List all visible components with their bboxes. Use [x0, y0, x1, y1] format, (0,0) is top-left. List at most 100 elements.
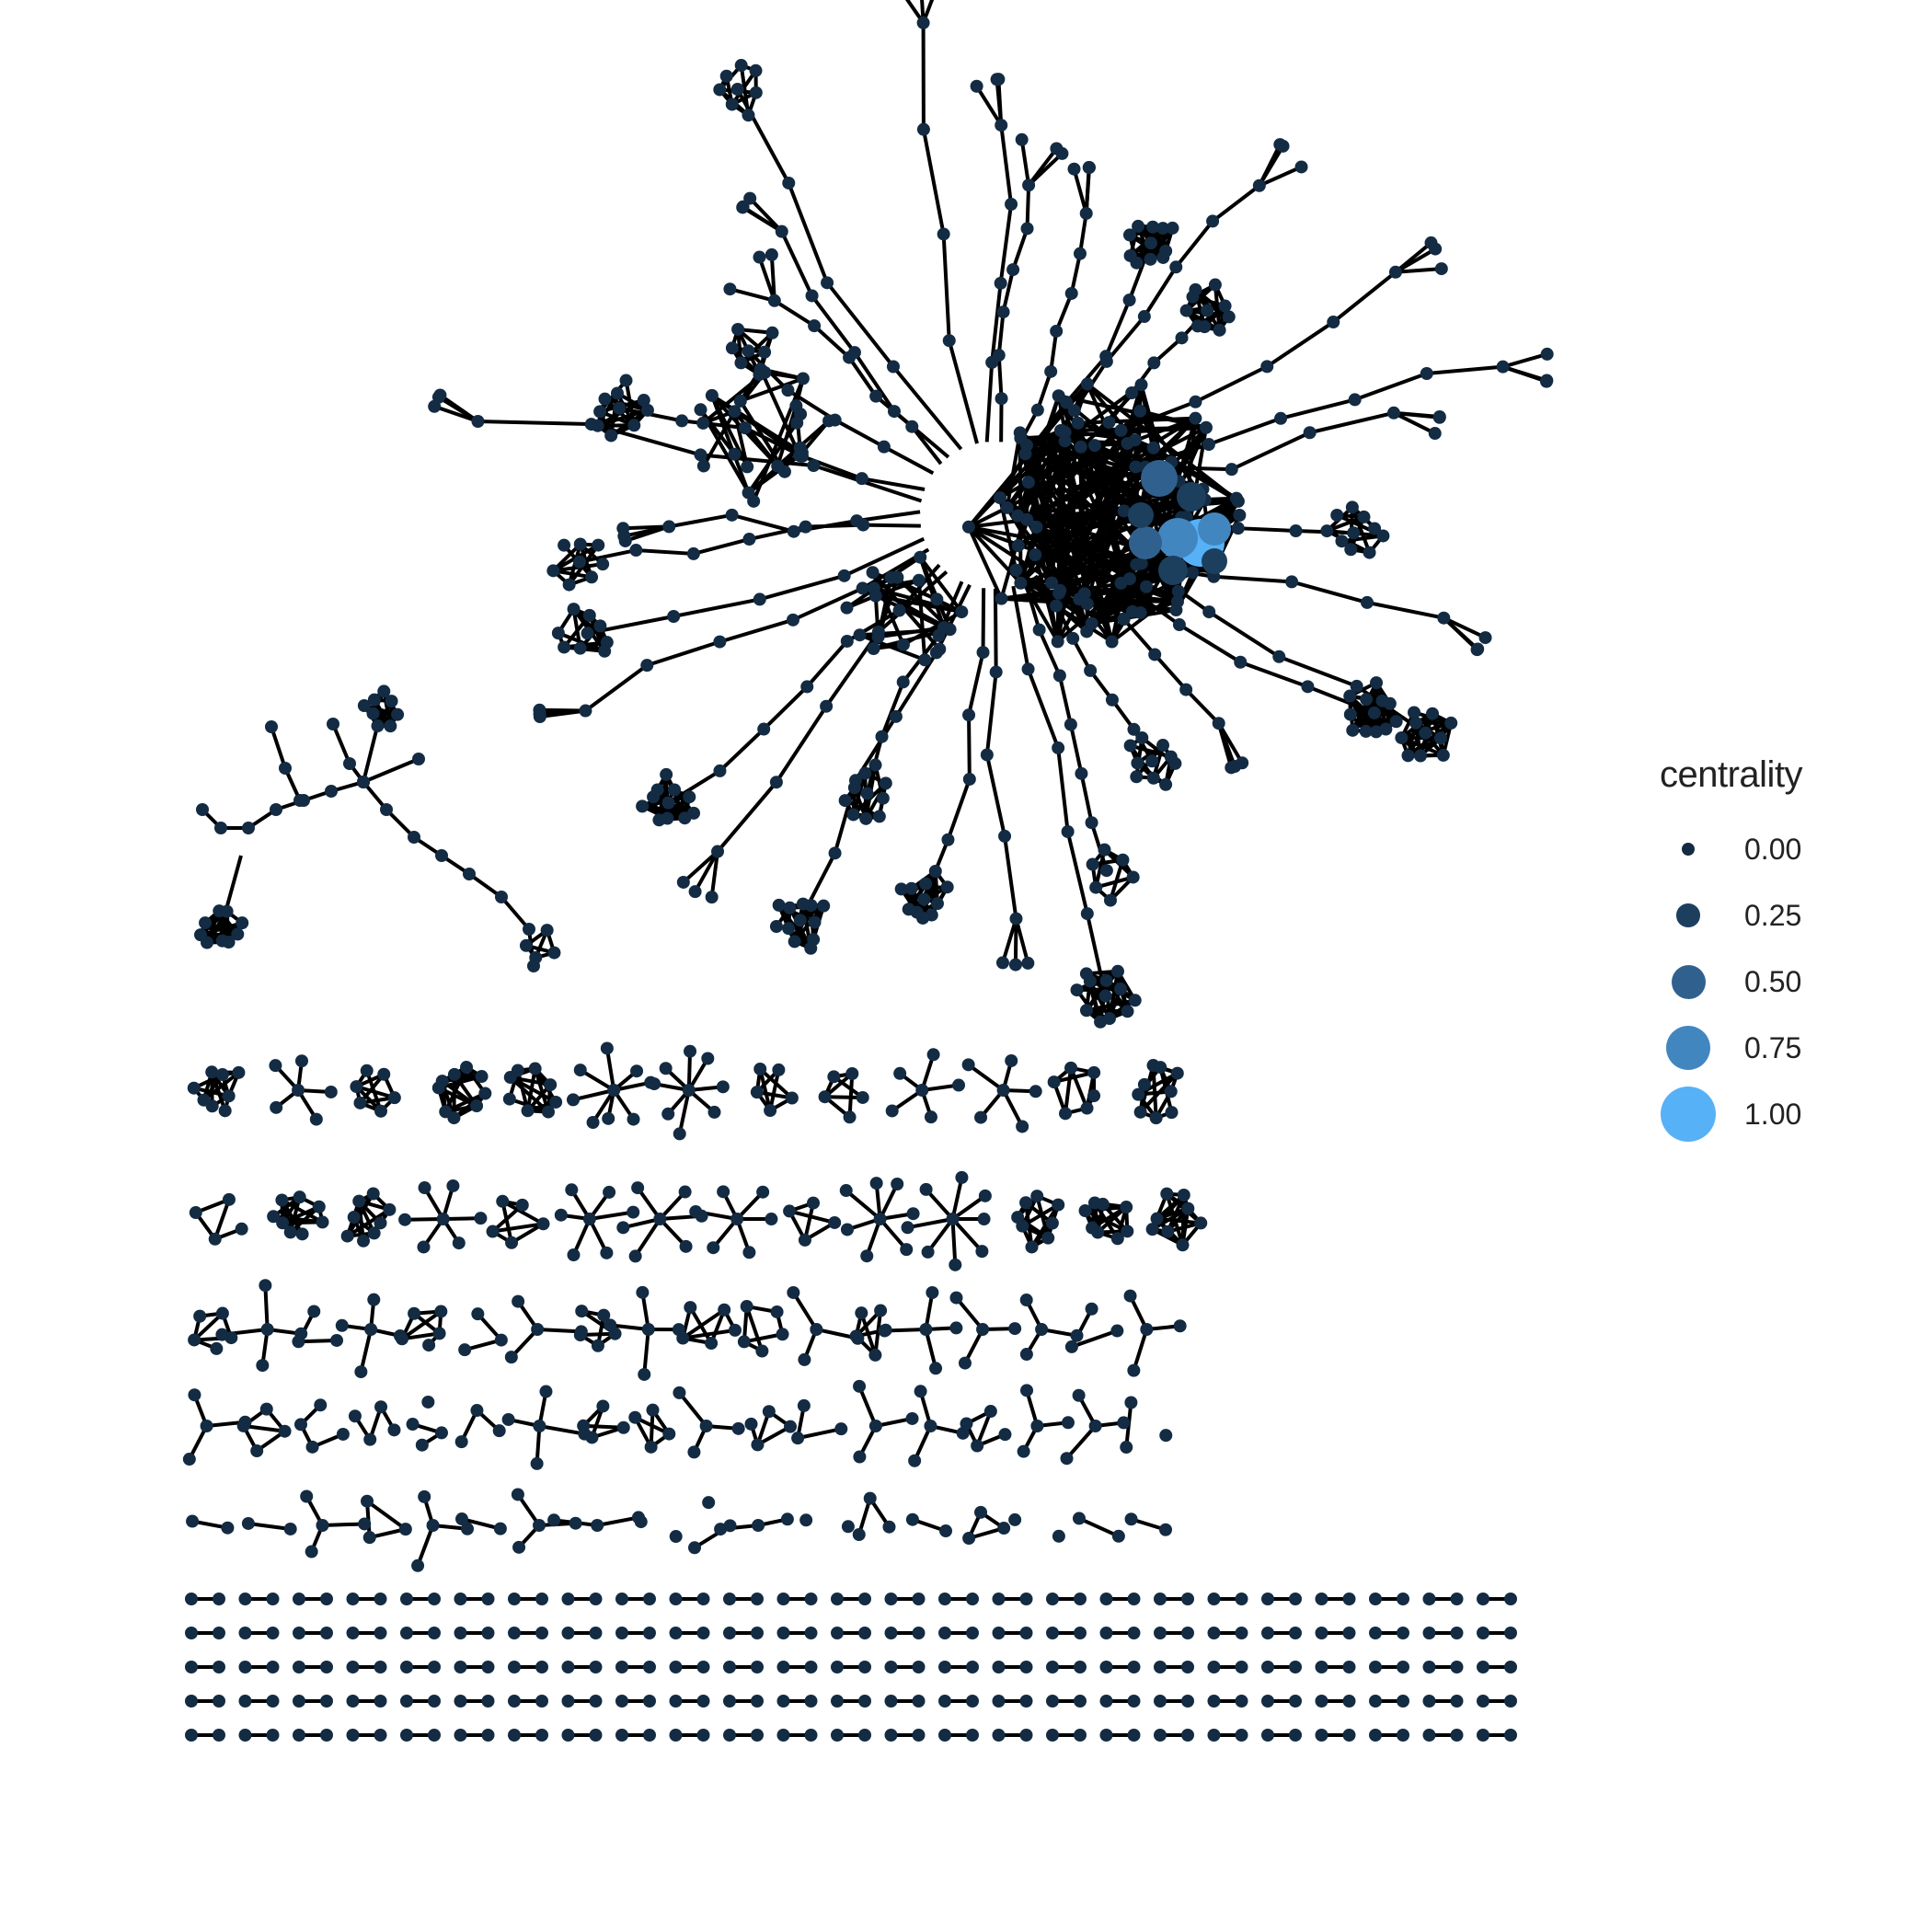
node — [598, 392, 612, 406]
node — [1074, 1729, 1087, 1742]
node — [213, 1593, 225, 1605]
node — [1261, 1593, 1274, 1605]
edge — [758, 368, 801, 456]
node — [1422, 1593, 1436, 1605]
node — [1344, 543, 1358, 557]
node — [1132, 219, 1145, 233]
node — [293, 1190, 306, 1204]
node — [496, 1194, 510, 1208]
edge — [1068, 724, 1084, 775]
node — [661, 1107, 675, 1121]
node — [266, 1729, 280, 1742]
node — [567, 603, 581, 616]
node — [822, 414, 836, 428]
node — [1477, 1593, 1489, 1605]
node — [696, 459, 710, 473]
edge — [467, 872, 503, 899]
node — [751, 1593, 764, 1605]
node — [949, 1258, 962, 1271]
node — [1199, 420, 1213, 434]
node — [1274, 411, 1288, 425]
node — [428, 1593, 441, 1605]
edge — [1153, 653, 1188, 691]
node — [793, 914, 807, 927]
node — [847, 346, 861, 360]
edge — [359, 1328, 374, 1373]
node — [567, 1093, 581, 1107]
node — [998, 829, 1012, 843]
node — [1235, 1593, 1248, 1605]
node — [320, 1661, 333, 1673]
edge — [1079, 773, 1094, 823]
node — [804, 1593, 818, 1605]
node — [1154, 1729, 1167, 1742]
node — [508, 1593, 521, 1605]
node — [350, 1080, 363, 1094]
node — [1437, 611, 1451, 625]
node — [977, 1213, 991, 1226]
node — [930, 592, 944, 606]
node — [912, 1729, 926, 1742]
node — [1146, 441, 1160, 454]
edge — [996, 311, 1006, 356]
node — [728, 447, 742, 461]
node — [1170, 1066, 1184, 1080]
node — [1060, 396, 1074, 409]
node — [196, 803, 209, 816]
node — [912, 1661, 926, 1673]
node — [352, 1194, 366, 1208]
node — [547, 1513, 561, 1527]
node — [1171, 584, 1185, 598]
node — [992, 1695, 1006, 1708]
edge — [698, 408, 736, 455]
node — [1067, 162, 1081, 176]
edge — [743, 1332, 783, 1344]
node — [1369, 1729, 1382, 1742]
node — [1433, 731, 1447, 745]
node — [853, 1450, 867, 1464]
node — [374, 1627, 387, 1639]
node — [434, 1426, 448, 1440]
node — [753, 362, 767, 376]
edge — [859, 1312, 878, 1356]
node — [197, 1093, 211, 1107]
node — [213, 1627, 225, 1639]
node — [995, 119, 1008, 132]
node — [743, 191, 757, 205]
node — [502, 1092, 516, 1106]
node — [807, 1196, 821, 1210]
node — [1046, 1627, 1059, 1639]
edge — [853, 351, 896, 413]
edge — [625, 524, 670, 543]
edge — [1066, 509, 1125, 523]
node — [1360, 693, 1374, 707]
node — [1021, 662, 1035, 676]
node — [535, 1627, 548, 1639]
node — [408, 1306, 421, 1320]
node — [1159, 777, 1173, 791]
node — [1368, 522, 1382, 535]
node — [717, 1185, 730, 1199]
legend-item: 0.75 — [1647, 1015, 1886, 1081]
node — [238, 1729, 252, 1742]
edge — [1035, 371, 1053, 411]
edge — [539, 1424, 585, 1436]
legend-key — [1647, 949, 1730, 1015]
node — [725, 341, 739, 355]
node — [188, 1388, 201, 1402]
edge — [732, 410, 750, 467]
edge — [759, 573, 845, 602]
node — [1207, 1695, 1221, 1708]
node — [921, 1245, 935, 1259]
node — [962, 708, 976, 722]
edge — [731, 512, 795, 534]
node — [1084, 663, 1098, 677]
edge — [1056, 429, 1122, 481]
node — [1087, 439, 1101, 453]
edge — [1059, 545, 1143, 566]
node — [200, 1420, 213, 1432]
node — [884, 1695, 898, 1708]
node — [742, 533, 756, 546]
edge — [843, 536, 926, 578]
node — [1129, 460, 1143, 474]
